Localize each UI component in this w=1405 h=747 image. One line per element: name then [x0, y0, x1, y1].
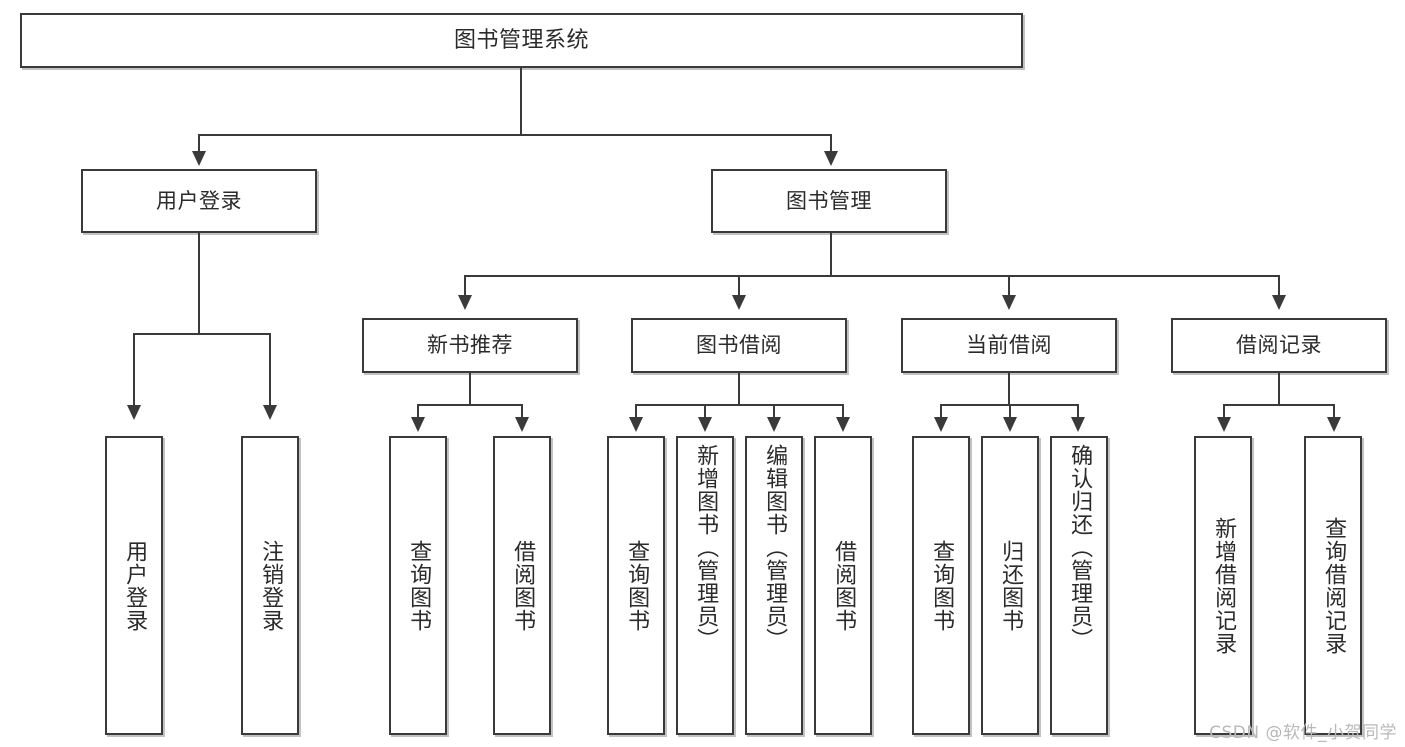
- node-label: 注销登录: [258, 539, 284, 632]
- node-label: 新增借阅记录: [1211, 516, 1237, 655]
- arrowhead-leaf-borrow-book-2: [836, 417, 850, 432]
- node-borrow-record[interactable]: 借阅记录: [1171, 318, 1387, 373]
- connector-current-borrow-stem: [1008, 373, 1010, 406]
- connector-new-book-branch-2: [521, 404, 523, 418]
- node-leaf-add-book-admin[interactable]: 新增图书（管理员）: [676, 436, 734, 735]
- node-label: 借阅图书: [831, 539, 857, 632]
- connector-borrow-record-bus: [1223, 404, 1335, 406]
- node-label: 图书管理系统: [453, 27, 589, 53]
- connector-root-stem: [520, 68, 522, 135]
- connector-user-login-stem: [198, 233, 200, 334]
- node-label: 图书借阅: [696, 333, 782, 358]
- arrowhead-leaf-add-book: [698, 417, 712, 432]
- node-leaf-borrow-book-borrow[interactable]: 借阅图书: [814, 436, 872, 735]
- arrowhead-leaf-return-book: [1003, 417, 1017, 432]
- node-leaf-query-borrow-record[interactable]: 查询借阅记录: [1304, 436, 1362, 735]
- arrowhead-leaf-query-book-2: [629, 417, 643, 432]
- connector-user-login-bus: [133, 333, 270, 335]
- arrowhead-current-borrow: [1002, 295, 1016, 310]
- connector-borrow-record-branch-2: [1333, 404, 1335, 418]
- node-leaf-logout[interactable]: 注销登录: [241, 436, 299, 735]
- arrowhead-leaf-edit-book: [767, 417, 781, 432]
- node-label: 查询图书: [624, 539, 650, 632]
- node-user-login[interactable]: 用户登录: [81, 169, 317, 233]
- node-label: 确认归还（管理员）: [1067, 444, 1093, 651]
- arrowhead-leaf-query-record: [1327, 417, 1341, 432]
- node-leaf-query-book-current[interactable]: 查询图书: [912, 436, 970, 735]
- node-label: 查询图书: [929, 539, 955, 632]
- node-label: 编辑图书（管理员）: [762, 444, 788, 651]
- connector-level2-branch-3: [1008, 275, 1010, 297]
- node-leaf-query-book-recommend[interactable]: 查询图书: [389, 436, 447, 735]
- node-root-library-system[interactable]: 图书管理系统: [20, 13, 1023, 68]
- node-label: 图书管理: [786, 188, 872, 213]
- arrowhead-leaf-logout: [263, 405, 277, 420]
- connector-book-borrow-branch-1: [635, 404, 637, 418]
- connector-book-borrow-branch-4: [842, 404, 844, 418]
- arrowhead-leaf-borrow-book-1: [515, 417, 529, 432]
- node-leaf-return-book[interactable]: 归还图书: [981, 436, 1039, 735]
- arrowhead-leaf-add-record: [1217, 417, 1231, 432]
- node-label: 借阅图书: [510, 539, 536, 632]
- connector-book-manage-stem: [830, 233, 832, 276]
- node-label: 新增图书（管理员）: [693, 444, 719, 651]
- arrowhead-leaf-query-book-3: [934, 417, 948, 432]
- connector-current-borrow-branch-3: [1077, 404, 1079, 418]
- connector-level2-branch-1: [464, 275, 466, 297]
- connector-borrow-record-branch-1: [1223, 404, 1225, 418]
- connector-current-borrow-branch-1: [940, 404, 942, 418]
- node-leaf-confirm-return-admin[interactable]: 确认归还（管理员）: [1050, 436, 1108, 735]
- node-label: 归还图书: [998, 539, 1024, 632]
- connector-root-to-user-login: [198, 134, 200, 153]
- arrowhead-leaf-confirm-return: [1071, 417, 1085, 432]
- connector-new-book-stem: [469, 373, 471, 406]
- connector-level2-bus: [464, 275, 1280, 277]
- node-label: 查询图书: [406, 539, 432, 632]
- node-leaf-query-book-borrow[interactable]: 查询图书: [607, 436, 665, 735]
- connector-user-login-branch-2: [269, 333, 271, 407]
- connector-book-borrow-stem: [738, 373, 740, 406]
- node-leaf-borrow-book-recommend[interactable]: 借阅图书: [493, 436, 551, 735]
- connector-new-book-branch-1: [417, 404, 419, 418]
- node-label: 新书推荐: [427, 333, 513, 358]
- connector-current-borrow-branch-2: [1009, 404, 1011, 418]
- connector-level2-branch-4: [1278, 275, 1280, 297]
- arrowhead-book-borrow: [732, 295, 746, 310]
- arrowhead-new-book-recommend: [458, 295, 472, 310]
- connector-book-borrow-bus: [635, 404, 843, 406]
- node-book-borrow[interactable]: 图书借阅: [631, 318, 847, 373]
- node-leaf-edit-book-admin[interactable]: 编辑图书（管理员）: [745, 436, 803, 735]
- node-label: 借阅记录: [1236, 333, 1322, 358]
- connector-user-login-branch-1: [133, 333, 135, 407]
- connector-root-bus: [198, 134, 832, 136]
- node-label: 当前借阅: [966, 333, 1052, 358]
- arrowhead-root-to-book-manage: [824, 151, 838, 166]
- node-leaf-user-login[interactable]: 用户登录: [105, 436, 163, 735]
- arrowhead-borrow-record: [1272, 295, 1286, 310]
- connector-level2-branch-2: [738, 275, 740, 297]
- arrowhead-leaf-user-login: [127, 405, 141, 420]
- connector-book-borrow-branch-2: [704, 404, 706, 418]
- node-label: 用户登录: [156, 188, 242, 213]
- arrowhead-leaf-query-book-1: [411, 417, 425, 432]
- node-label: 查询借阅记录: [1321, 516, 1347, 655]
- connector-root-to-book-manage: [830, 134, 832, 153]
- node-current-borrow[interactable]: 当前借阅: [901, 318, 1117, 373]
- connector-book-borrow-branch-3: [773, 404, 775, 418]
- arrowhead-root-to-user-login: [192, 151, 206, 166]
- node-leaf-add-borrow-record[interactable]: 新增借阅记录: [1194, 436, 1252, 735]
- node-label: 用户登录: [122, 539, 148, 632]
- node-new-book-recommend[interactable]: 新书推荐: [362, 318, 578, 373]
- connector-new-book-bus: [417, 404, 523, 406]
- connector-borrow-record-stem: [1278, 373, 1280, 406]
- node-book-management[interactable]: 图书管理: [711, 169, 947, 233]
